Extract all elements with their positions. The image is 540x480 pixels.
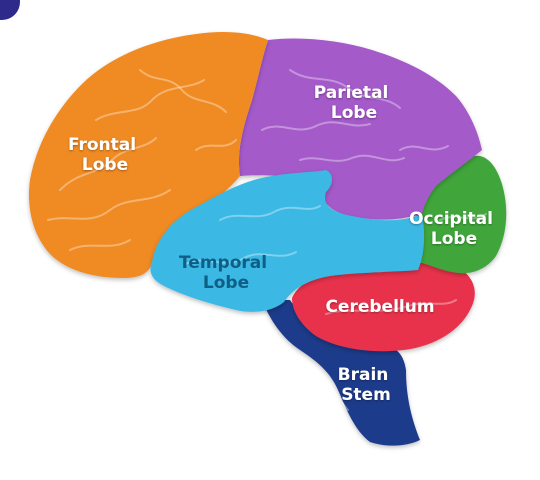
occipital-region	[415, 155, 507, 274]
brainstem-label: Brain Stem	[338, 365, 395, 405]
temporal-label-line1: Temporal	[179, 253, 267, 273]
brainstem-label-line2: Stem	[341, 385, 391, 405]
frontal-label-line2: Lobe	[82, 155, 128, 175]
corner-badge	[0, 0, 20, 20]
cerebellum-label-line1: Cerebellum	[325, 297, 434, 317]
brainstem-label-line1: Brain	[338, 365, 389, 385]
cerebellum-label: Cerebellum	[325, 297, 434, 317]
frontal-region	[28, 32, 269, 278]
frontal-label: Frontal Lobe	[68, 135, 142, 175]
parietal-label: Parietal Lobe	[314, 83, 395, 123]
occipital-label-line1: Occipital	[409, 209, 493, 229]
parietal-label-line1: Parietal	[314, 83, 389, 103]
brain-texture	[47, 69, 487, 411]
frontal-label-line1: Frontal	[68, 135, 136, 155]
occipital-label: Occipital Lobe	[409, 209, 499, 249]
occipital-label-line2: Lobe	[431, 229, 477, 249]
temporal-label-line2: Lobe	[203, 273, 249, 293]
cerebellum-region	[292, 262, 475, 352]
parietal-label-line2: Lobe	[331, 103, 377, 123]
brainstem-region	[262, 300, 420, 446]
temporal-region	[150, 170, 425, 312]
temporal-label: Temporal Lobe	[179, 253, 273, 293]
